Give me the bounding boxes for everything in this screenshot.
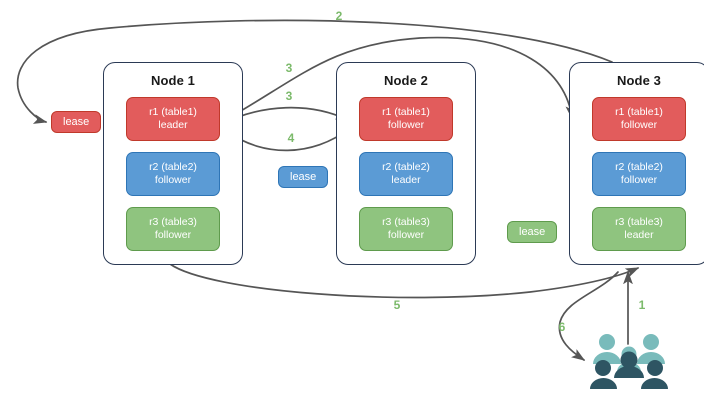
edge-step-5 (169, 263, 640, 299)
replica-role: leader (391, 174, 421, 186)
step-label-3-upper: 3 (285, 61, 293, 75)
replica-role: follower (154, 174, 192, 186)
replica-node3-r3[interactable]: r3 (table3) leader (592, 207, 686, 251)
node-container-node2: Node 2 r1 (table1) follower r2 (table2) … (336, 62, 476, 265)
replica-name: r1 (table1) (382, 106, 430, 118)
replica-list-node2: r1 (table1) follower r2 (table2) leader … (337, 97, 475, 251)
replica-role: follower (387, 229, 425, 241)
step-label-5: 5 (393, 298, 401, 312)
lease-label: lease (290, 171, 317, 183)
node-container-node1: Node 1 r1 (table1) leader r2 (table2) fo… (103, 62, 243, 265)
replica-role: follower (620, 119, 658, 131)
lease-label: lease (63, 116, 90, 128)
step-label-2: 2 (335, 9, 343, 23)
clients-group-icon (590, 334, 668, 389)
replica-node2-r2[interactable]: r2 (table2) leader (359, 152, 453, 196)
node-title-node1: Node 1 (151, 73, 195, 88)
step-label-4: 4 (287, 131, 295, 145)
replica-node2-r3[interactable]: r3 (table3) follower (359, 207, 453, 251)
node-title-node3: Node 3 (617, 73, 661, 88)
replica-node1-r2[interactable]: r2 (table2) follower (126, 152, 220, 196)
lease-chip-r2[interactable]: lease (278, 166, 329, 188)
replica-name: r2 (table2) (149, 161, 197, 173)
lease-chip-r3[interactable]: lease (507, 221, 558, 243)
step-label-6: 6 (558, 320, 566, 334)
replica-name: r3 (table3) (615, 216, 663, 228)
replica-list-node3: r1 (table1) follower r2 (table2) followe… (570, 97, 704, 251)
lease-label: lease (519, 226, 546, 238)
replica-role: follower (620, 174, 658, 186)
replica-node3-r1[interactable]: r1 (table1) follower (592, 97, 686, 141)
node-container-node3: Node 3 r1 (table1) follower r2 (table2) … (569, 62, 704, 265)
replica-role: follower (154, 229, 192, 241)
replica-role: leader (158, 119, 188, 131)
replica-role: follower (387, 119, 425, 131)
replica-node3-r2[interactable]: r2 (table2) follower (592, 152, 686, 196)
replica-name: r3 (table3) (382, 216, 430, 228)
replica-name: r2 (table2) (382, 161, 430, 173)
lease-chip-r1[interactable]: lease (51, 111, 102, 133)
node-title-node2: Node 2 (384, 73, 428, 88)
replica-name: r1 (table1) (615, 106, 663, 118)
step-label-3-lower: 3 (285, 89, 293, 103)
replica-name: r3 (table3) (149, 216, 197, 228)
step-label-1: 1 (638, 298, 646, 312)
replica-name: r2 (table2) (615, 161, 663, 173)
replica-node1-r3[interactable]: r3 (table3) follower (126, 207, 220, 251)
replica-role: leader (624, 229, 654, 241)
replica-list-node1: r1 (table1) leader r2 (table2) follower … (104, 97, 242, 251)
replica-node2-r1[interactable]: r1 (table1) follower (359, 97, 453, 141)
replica-name: r1 (table1) (149, 106, 197, 118)
replica-node1-r1[interactable]: r1 (table1) leader (126, 97, 220, 141)
